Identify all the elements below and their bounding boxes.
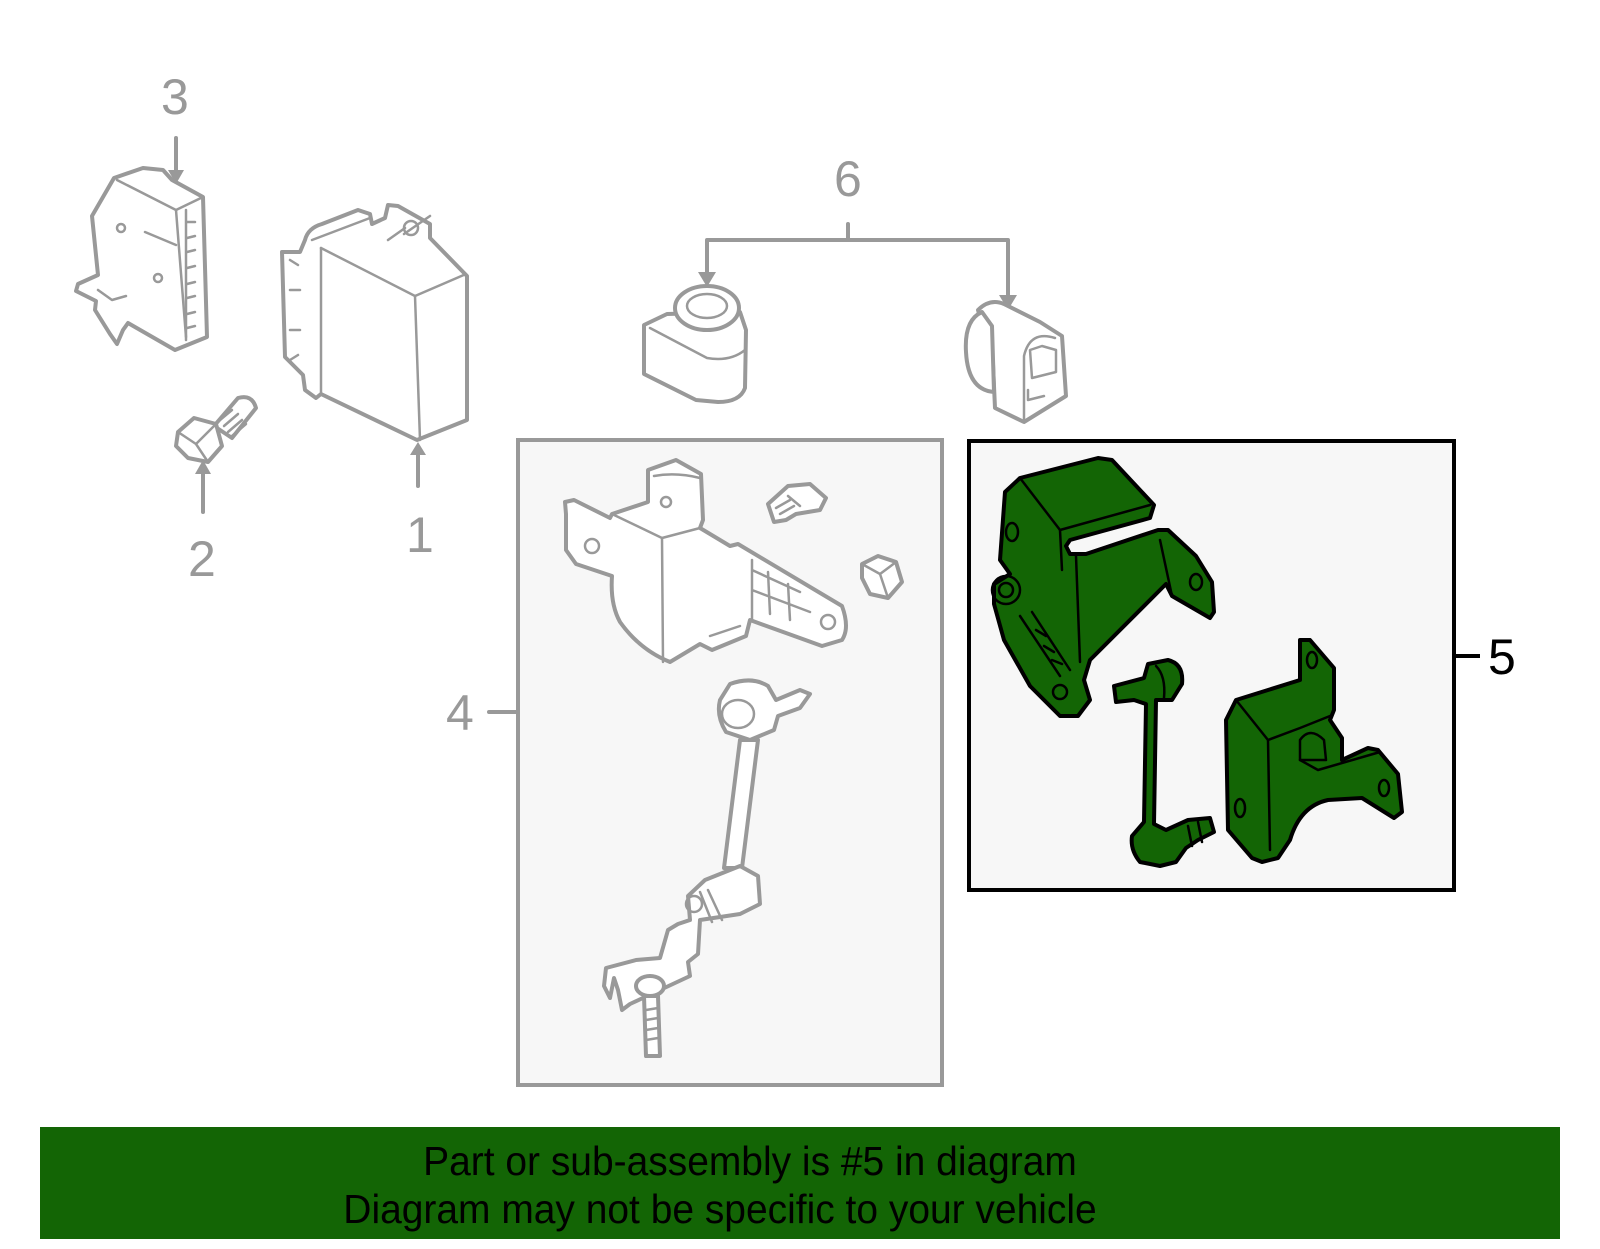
part-5-sensor-assembly-highlighted[interactable] (967, 439, 1480, 892)
part-4-sensor-assembly[interactable] (487, 438, 944, 1087)
callout-4[interactable]: 4 (446, 685, 474, 741)
banner-line-1: Part or sub-assembly is #5 in diagram (423, 1138, 1077, 1184)
part-2-bolt[interactable] (174, 395, 258, 514)
callout-3[interactable]: 3 (161, 69, 189, 125)
notice-banner: Part or sub-assembly is #5 in diagram Di… (40, 1127, 1560, 1239)
callout-1[interactable]: 1 (406, 507, 434, 563)
part-6-connectors[interactable] (642, 222, 1068, 424)
part-3-connector-bracket[interactable] (74, 136, 209, 352)
banner-line-2: Diagram may not be specific to your vehi… (343, 1186, 1097, 1232)
callout-6[interactable]: 6 (834, 151, 862, 207)
callout-2[interactable]: 2 (188, 531, 216, 587)
callout-5[interactable]: 5 (1488, 629, 1516, 685)
part-1-control-module[interactable] (280, 203, 469, 488)
